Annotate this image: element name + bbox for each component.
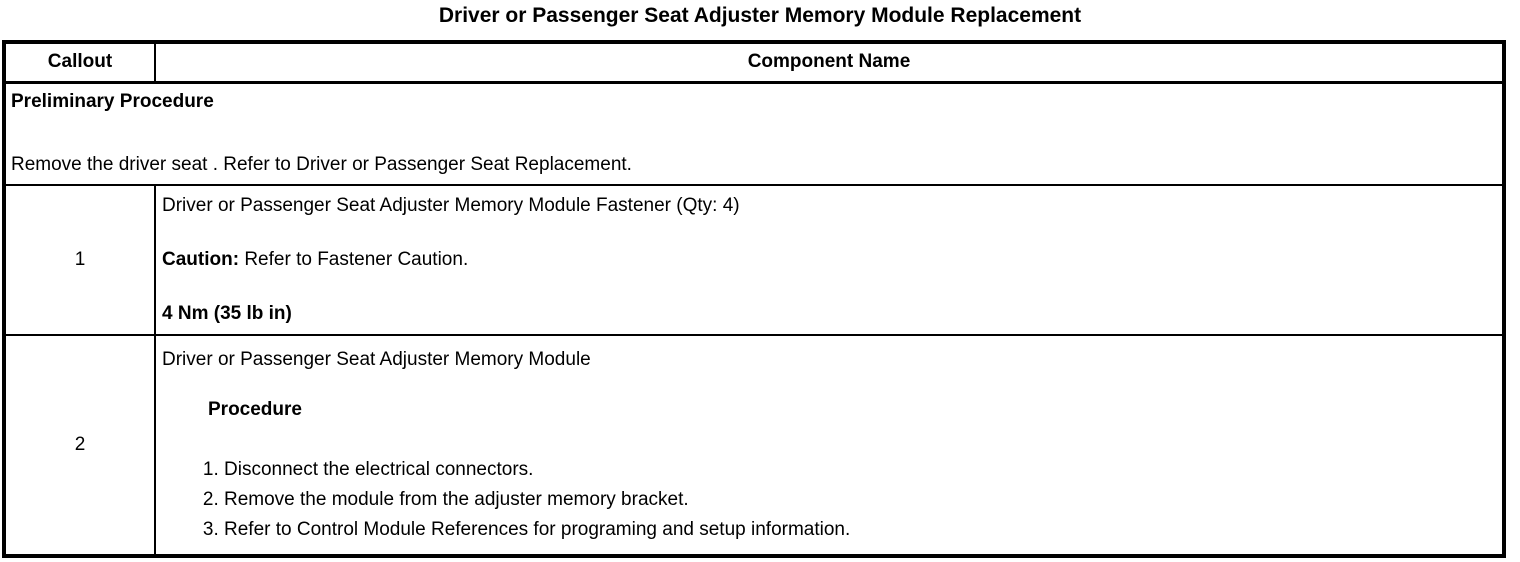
table-row: 1 Driver or Passenger Seat Adjuster Memo…: [3, 183, 1505, 336]
component-name-2: Driver or Passenger Seat Adjuster Memory…: [162, 348, 591, 370]
caution-label: Caution:: [162, 248, 240, 270]
procedure-step-2: Remove the module from the adjuster memo…: [224, 485, 1492, 515]
parts-table: Callout Component Name Preliminary Proce…: [2, 40, 1506, 558]
preliminary-heading: Preliminary Procedure: [11, 90, 214, 112]
procedure-step-1: Disconnect the electrical connectors.: [224, 455, 1492, 485]
preliminary-cell: Preliminary Procedure Remove the driver …: [3, 81, 1505, 186]
component-cell-1: Driver or Passenger Seat Adjuster Memory…: [154, 183, 1505, 336]
component-cell-2: Driver or Passenger Seat Adjuster Memory…: [154, 333, 1505, 557]
table-header-row: Callout Component Name: [3, 41, 1505, 84]
component-name-1: Driver or Passenger Seat Adjuster Memory…: [162, 194, 740, 216]
caution-note: Caution: Refer to Fastener Caution.: [162, 249, 1492, 271]
page-title: Driver or Passenger Seat Adjuster Memory…: [438, 4, 1082, 27]
preliminary-text: Remove the driver seat . Refer to Driver…: [11, 153, 632, 175]
column-header-callout: Callout: [3, 41, 156, 84]
procedure-step-3: Refer to Control Module References for p…: [224, 515, 1492, 545]
column-header-component-name: Component Name: [154, 41, 1505, 84]
callout-number-2: 2: [3, 333, 156, 557]
preliminary-row: Preliminary Procedure Remove the driver …: [3, 81, 1505, 186]
procedure-steps: Disconnect the electrical connectors. Re…: [162, 455, 1492, 545]
table-row: 2 Driver or Passenger Seat Adjuster Memo…: [3, 333, 1505, 557]
callout-number-1: 1: [3, 183, 156, 336]
torque-spec: 4 Nm (35 lb in): [162, 302, 292, 324]
procedure-heading: Procedure: [208, 398, 302, 420]
caution-text: Refer to Fastener Caution.: [244, 248, 469, 270]
